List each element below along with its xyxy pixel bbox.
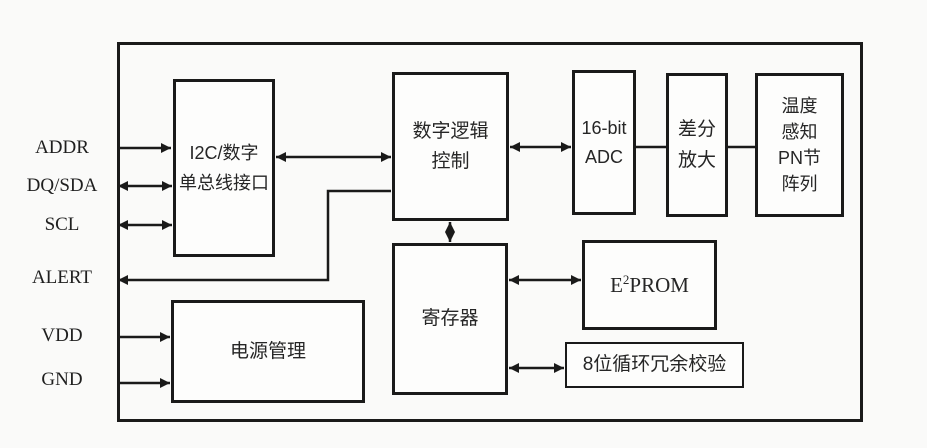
block-line: PN节 bbox=[777, 148, 821, 168]
block-digital-logic-control: 数字逻辑 控制 bbox=[392, 72, 509, 221]
block-line: 感知 bbox=[781, 122, 818, 142]
block-differential-amplifier: 差分 放大 bbox=[666, 73, 728, 217]
eeprom-superscript: 2 bbox=[622, 272, 630, 287]
block-line: I2C/数字 bbox=[189, 143, 259, 163]
block-line: 放大 bbox=[677, 150, 716, 171]
block-line: 控制 bbox=[431, 150, 470, 172]
block-eeprom: E2PROM bbox=[582, 240, 717, 330]
block-line: 单总线接口 bbox=[179, 173, 269, 193]
pin-label-alert: ALERT bbox=[31, 267, 93, 288]
pin-label-vdd: VDD bbox=[41, 325, 83, 346]
block-line: 阵列 bbox=[781, 174, 818, 194]
block-line: 数字逻辑 bbox=[412, 120, 489, 142]
pin-label-gnd: GND bbox=[41, 369, 83, 390]
block-line: ADC bbox=[584, 146, 623, 167]
block-line: 寄存器 bbox=[421, 308, 479, 329]
block-line: 温度 bbox=[781, 96, 818, 116]
block-line: 电源管理 bbox=[229, 340, 306, 362]
eeprom-rest: PROM bbox=[629, 273, 689, 297]
block-line: 差分 bbox=[677, 119, 716, 140]
pin-label-dq-sda: DQ/SDA bbox=[26, 175, 98, 196]
pin-label-scl: SCL bbox=[44, 214, 80, 235]
block-register: 寄存器 bbox=[392, 243, 508, 395]
block-pn-junction-sensor-array: 温度 感知 PN节 阵列 bbox=[755, 73, 844, 217]
block-i2c-single-wire-interface: I2C/数字 单总线接口 bbox=[173, 79, 275, 257]
block-line: 8位循环冗余校验 bbox=[582, 354, 727, 375]
block-line: 16-bit bbox=[581, 117, 627, 138]
block-power-management: 电源管理 bbox=[171, 300, 365, 403]
block-8bit-crc: 8位循环冗余校验 bbox=[565, 342, 744, 388]
pin-label-addr: ADDR bbox=[35, 137, 89, 158]
block-16bit-adc: 16-bit ADC bbox=[572, 70, 636, 215]
block-line: E2PROM bbox=[610, 270, 689, 300]
eeprom-base: E bbox=[610, 273, 623, 297]
